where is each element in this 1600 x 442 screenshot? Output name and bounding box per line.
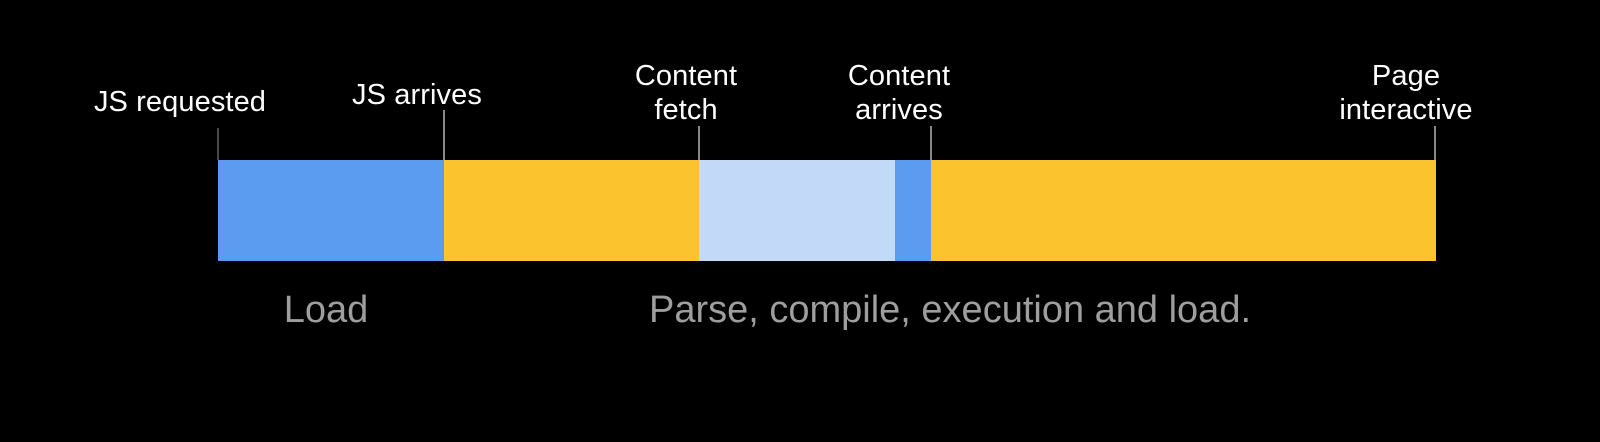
bar-segment-content-load <box>895 160 931 261</box>
bar-segment-content-fetch <box>699 160 895 261</box>
tick-page-interactive <box>1434 126 1436 160</box>
event-label-page-interactive: Page interactive <box>1339 60 1473 126</box>
bar-segment-parse-compile-1 <box>444 160 699 261</box>
bar-segment-load-request <box>218 160 444 261</box>
timeline-bar <box>218 160 1436 261</box>
bar-segment-parse-compile-2 <box>931 160 1436 261</box>
phase-caption-parse: Parse, compile, execution and load. <box>648 289 1252 331</box>
event-label-js-requested: JS requested <box>93 86 267 118</box>
event-label-content-fetch: Content fetch <box>634 60 738 126</box>
tick-content-arrives <box>930 126 932 160</box>
tick-js-arrives <box>443 110 445 160</box>
tick-js-requested <box>217 128 219 160</box>
phase-caption-load: Load <box>283 289 369 331</box>
event-label-content-arrives: Content arrives <box>847 60 951 126</box>
event-label-js-arrives: JS arrives <box>352 79 482 111</box>
tick-content-fetch <box>698 126 700 160</box>
